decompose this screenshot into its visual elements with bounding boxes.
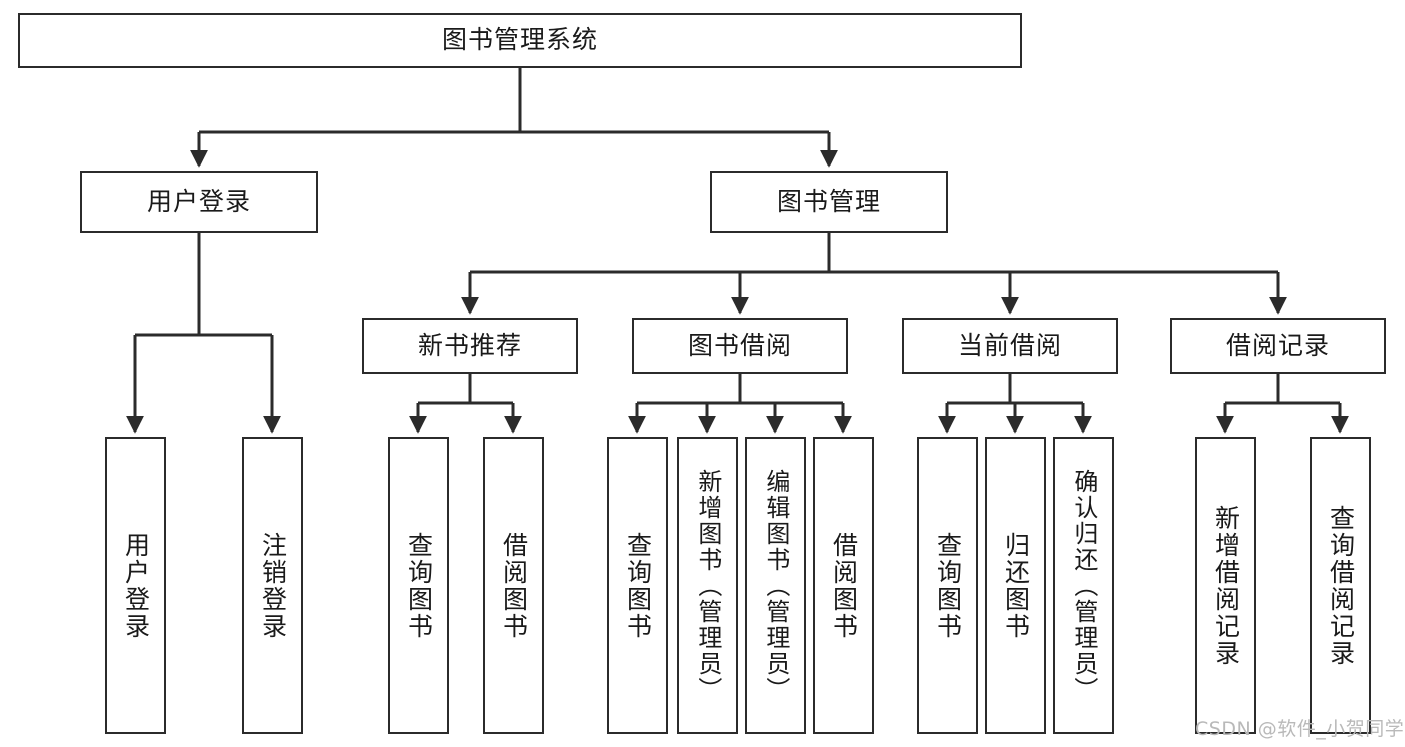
node-root-system[interactable]: 图书管理系统 [18,13,1022,68]
node-leaf-return-book[interactable]: 归还图书 [985,437,1046,734]
node-leaf-logout[interactable]: 注销登录 [242,437,303,734]
node-borrow-record[interactable]: 借阅记录 [1170,318,1386,374]
node-leaf-add-borrow-record[interactable]: 新增借阅记录 [1195,437,1256,734]
node-leaf-query-book-borrow[interactable]: 查询图书 [607,437,668,734]
csdn-watermark: CSDN @软件_小贺同学 [1195,718,1405,740]
node-leaf-edit-book-admin[interactable]: 编辑图书（管理员） [745,437,806,734]
node-leaf-borrow-book[interactable]: 借阅图书 [813,437,874,734]
node-user-login[interactable]: 用户登录 [80,171,318,233]
node-leaf-query-book-current[interactable]: 查询图书 [917,437,978,734]
node-leaf-query-borrow-record[interactable]: 查询借阅记录 [1310,437,1371,734]
node-leaf-borrow-book-recommend[interactable]: 借阅图书 [483,437,544,734]
node-leaf-confirm-return-admin[interactable]: 确认归还（管理员） [1053,437,1114,734]
node-book-management[interactable]: 图书管理 [710,171,948,233]
node-leaf-query-book-recommend[interactable]: 查询图书 [388,437,449,734]
node-leaf-user-login[interactable]: 用户登录 [105,437,166,734]
node-new-book-recommend[interactable]: 新书推荐 [362,318,578,374]
node-leaf-add-book-admin[interactable]: 新增图书（管理员） [677,437,738,734]
node-current-borrow[interactable]: 当前借阅 [902,318,1118,374]
node-book-borrow[interactable]: 图书借阅 [632,318,848,374]
